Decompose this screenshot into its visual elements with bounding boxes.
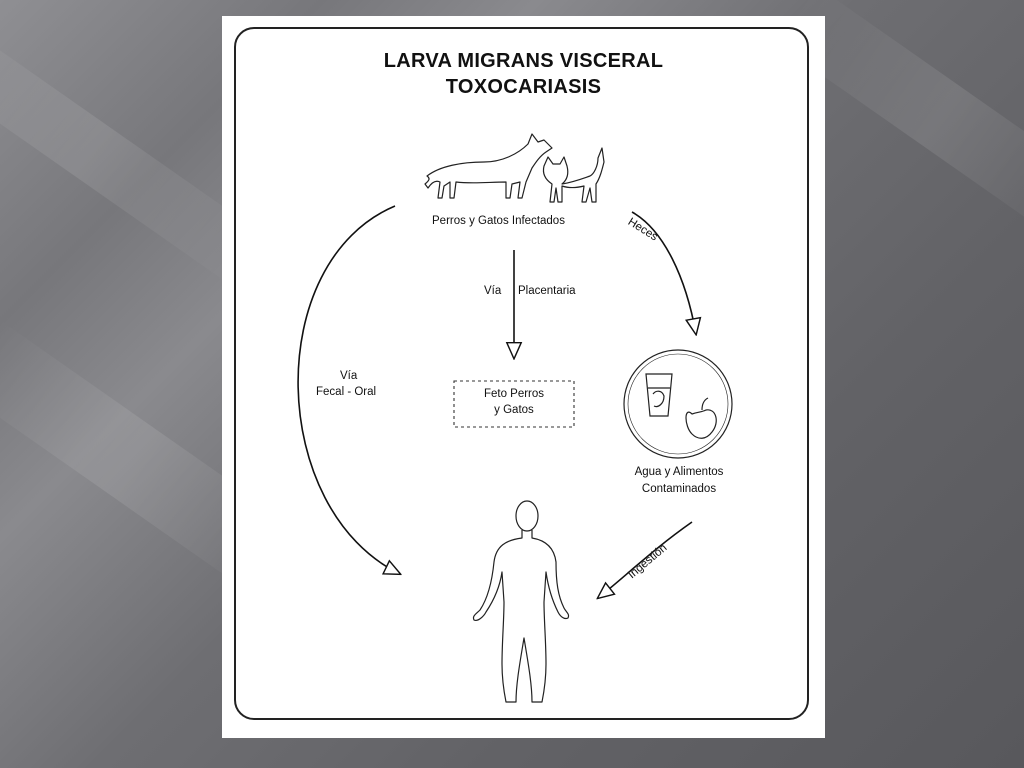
fecal-oral-label-line2: Fecal - Oral xyxy=(316,386,377,398)
diagram-subtitle: TOXOCARIASIS xyxy=(445,76,602,98)
food-water-icon xyxy=(623,349,733,459)
cat-icon xyxy=(542,147,605,203)
fetus-box xyxy=(453,380,575,428)
fecal-oral-label-line1: Vía xyxy=(340,370,358,382)
food-label-line2: Contaminados xyxy=(641,483,717,495)
fetus-label-line1: Feto Perros xyxy=(483,388,545,400)
host-label: Perros y Gatos Infectados xyxy=(432,215,565,227)
diagram-title: LARVA MIGRANS VISCERAL xyxy=(383,50,664,72)
placental-label-a: Vía xyxy=(484,285,502,297)
food-label-line1: Agua y Alimentos xyxy=(634,466,724,478)
diagram-frame xyxy=(234,27,809,720)
feces-arrow xyxy=(631,211,696,334)
ingestion-arrow xyxy=(598,521,693,598)
fetus-label-line2: y Gatos xyxy=(494,404,534,416)
diagram-artwork xyxy=(297,133,733,703)
human-figure-icon xyxy=(472,500,570,703)
slide-image: LARVA MIGRANS VISCERAL TOXOCARIASIS xyxy=(222,16,825,738)
dog-icon xyxy=(424,133,553,199)
placental-label-b: Placentaria xyxy=(518,285,576,297)
fecal-oral-arrow xyxy=(297,205,400,574)
